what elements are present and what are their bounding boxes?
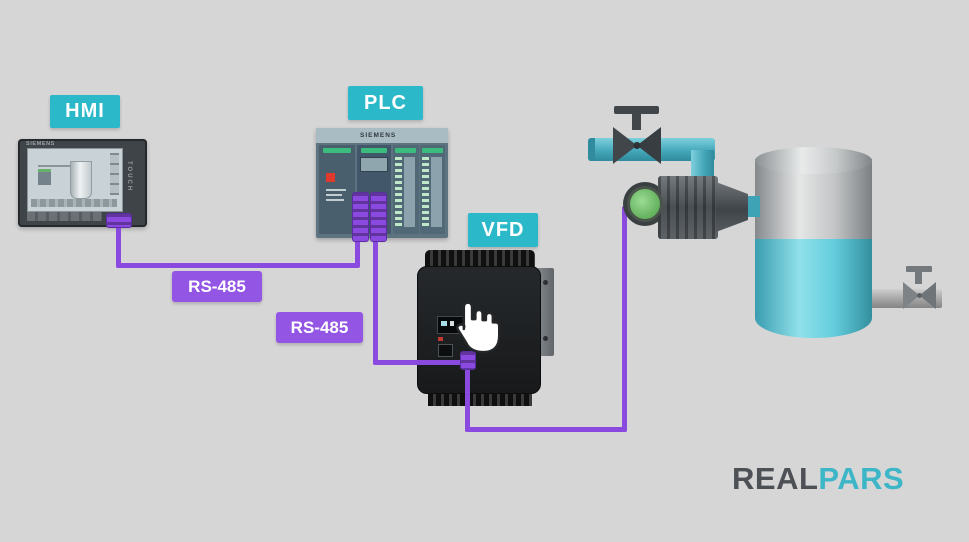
hmi-screen-toolbar — [31, 199, 117, 207]
hmi-screen-menu-strip — [110, 153, 119, 195]
plc-terminal-leds — [395, 157, 402, 227]
motor-body — [658, 176, 718, 239]
inlet-valve-handle — [614, 106, 659, 114]
vfd-red-led — [438, 337, 443, 341]
plc-io-module — [420, 145, 445, 234]
plc-top-band — [316, 128, 448, 143]
outlet-valve-stem — [915, 271, 922, 284]
outlet-valve-handle — [906, 266, 932, 272]
motor-green-end-cap — [627, 186, 663, 222]
plc-status-led-strip — [395, 148, 416, 153]
cable-hmi-plc-segment — [355, 238, 360, 266]
plc-terminal-panel — [431, 157, 442, 227]
logo-text-real: REAL — [732, 461, 819, 496]
rs485-label-1: RS-485 — [172, 271, 262, 302]
plc-status-led-strip — [323, 148, 351, 153]
cable-vfd-motor-segment — [465, 365, 470, 432]
plc-power-module — [319, 145, 355, 234]
inlet-pipe-cap — [588, 138, 595, 161]
hmi-function-keys — [27, 212, 102, 221]
plc-terminal-leds — [422, 157, 429, 227]
hmi-screen-pipe-graphic — [38, 165, 78, 167]
inlet-valve-stem — [632, 113, 641, 130]
hmi-label: HMI — [50, 95, 120, 128]
vfd-display-segment — [441, 321, 447, 326]
hmi-device: SIEMENS TOUCH — [18, 139, 147, 228]
plc-cpu-display — [360, 157, 388, 172]
pump-cone — [716, 182, 748, 232]
hmi-screen-tank-graphic — [70, 161, 92, 199]
plc-label: PLC — [348, 86, 423, 120]
plc-rs485-connector-1 — [352, 192, 369, 242]
inlet-valve-icon — [613, 127, 661, 164]
plc-device: SIEMENS — [316, 128, 448, 242]
cable-vfd-motor-segment — [622, 206, 627, 432]
bracket-hole — [543, 280, 548, 285]
vfd-label: VFD — [468, 213, 538, 247]
logo-text-pars: PARS — [818, 461, 905, 496]
outlet-valve-icon — [903, 282, 936, 309]
hand-cursor-icon — [456, 301, 501, 354]
vfd-heatsink-fins — [428, 390, 532, 406]
cable-hmi-plc-segment — [116, 226, 121, 268]
hmi-touch-text: TOUCH — [126, 161, 132, 193]
plc-terminal-panel — [404, 157, 415, 227]
cable-hmi-plc-segment — [116, 263, 360, 268]
plc-module-text-line — [326, 189, 346, 191]
rs485-label-2: RS-485 — [276, 312, 363, 343]
plc-io-module — [393, 145, 419, 234]
tank-liquid — [755, 239, 872, 338]
plc-module-text-line — [326, 194, 342, 196]
vfd-display-segment — [450, 321, 454, 326]
plc-status-led-strip — [422, 148, 443, 153]
tank-top-lid — [755, 147, 872, 174]
cable-plc-vfd-segment — [373, 238, 378, 365]
cable-plc-vfd-segment — [373, 360, 475, 365]
hmi-rs485-port — [106, 213, 132, 228]
plc-brand-text: SIEMENS — [360, 132, 397, 139]
vfd-io-port — [438, 344, 453, 357]
plc-rs485-connector-2 — [370, 192, 387, 242]
cable-vfd-motor-segment — [465, 427, 627, 432]
hmi-brand-text: SIEMENS — [26, 141, 55, 147]
hmi-screen-equipment-graphic — [38, 169, 51, 185]
vfd-rs485-connector — [460, 351, 476, 370]
bracket-hole — [543, 336, 548, 341]
plc-red-led — [326, 173, 335, 182]
plc-module-text-line — [326, 199, 344, 201]
vfd-mounting-bracket — [537, 268, 554, 356]
vfd-device — [415, 250, 554, 406]
hmi-screen — [27, 148, 123, 212]
pump-outlet-stub — [746, 196, 760, 217]
plc-status-led-strip — [361, 148, 387, 153]
